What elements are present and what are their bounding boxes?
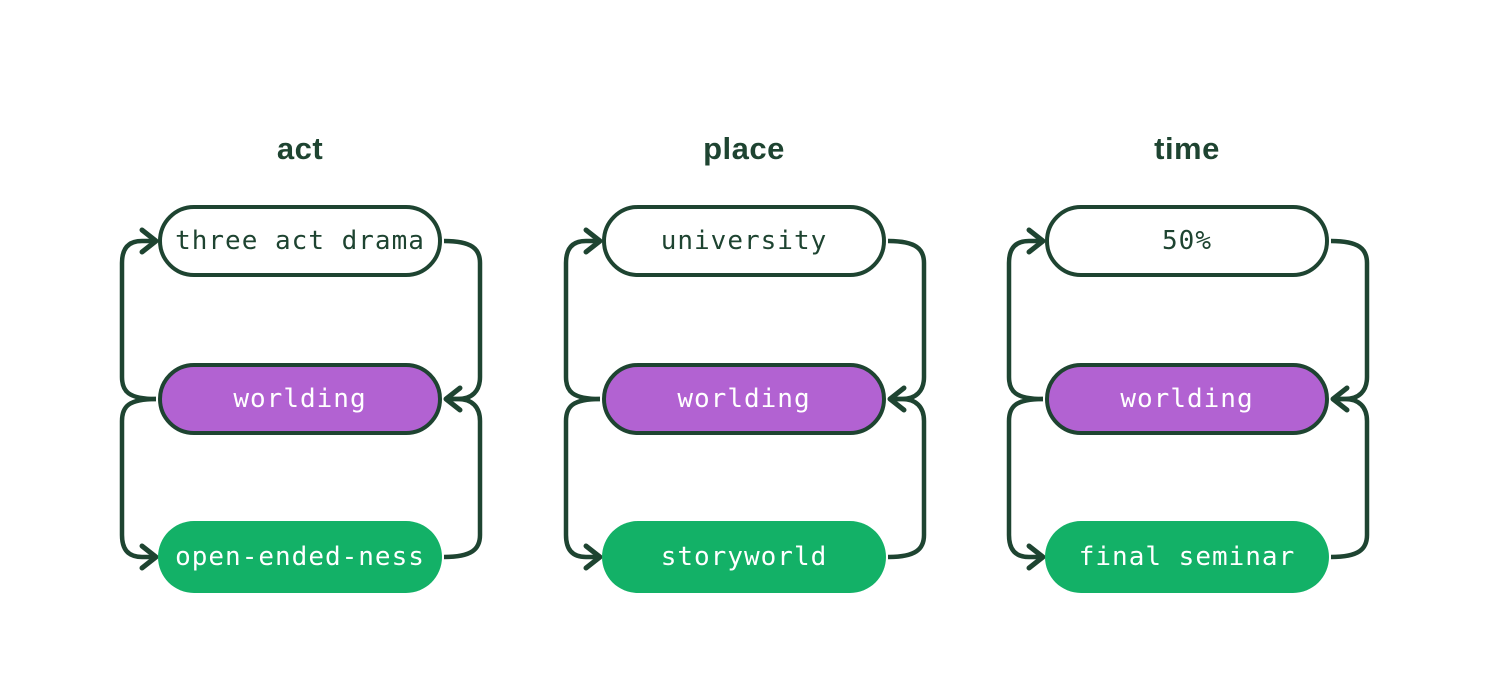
arrowhead-into-bottom-node-icon: [139, 543, 159, 571]
arrowhead-into-worlding-icon: [1330, 385, 1350, 413]
node-worlding-time: worlding: [1045, 363, 1329, 435]
column-place: place university worlding storyworld: [602, 0, 886, 682]
arrow-top-to-worlding: [887, 238, 927, 402]
arrow-worlding-to-top: [1006, 238, 1044, 402]
arrow-worlding-to-bottom: [1006, 396, 1044, 560]
arrowhead-into-bottom-node-icon: [583, 543, 603, 571]
arrowhead-into-bottom-node-icon: [1026, 543, 1046, 571]
arrow-worlding-to-bottom: [119, 396, 157, 560]
column-title-act: act: [276, 131, 324, 166]
node-storyworld: storyworld: [602, 521, 886, 593]
node-worlding-act: worlding: [158, 363, 442, 435]
arrowhead-into-worlding-icon: [443, 385, 463, 413]
node-50-percent: 50%: [1045, 205, 1329, 277]
column-act: act three act drama worlding open-ended-…: [158, 0, 442, 682]
node-worlding-place: worlding: [602, 363, 886, 435]
column-time: time 50% worlding final seminar: [1045, 0, 1329, 682]
arrow-bottom-to-worlding: [887, 396, 927, 560]
arrow-bottom-to-worlding: [1330, 396, 1370, 560]
arrowhead-into-top-node-icon: [139, 227, 159, 255]
time-column-links: [1006, 227, 1370, 571]
arrowhead-into-top-node-icon: [583, 227, 603, 255]
node-final-seminar: final seminar: [1045, 521, 1329, 593]
node-university: university: [602, 205, 886, 277]
column-title-time: time: [1154, 131, 1220, 166]
act-column-links: [119, 227, 483, 571]
column-title-place: place: [703, 131, 785, 166]
arrowhead-into-top-node-icon: [1026, 227, 1046, 255]
arrow-top-to-worlding: [1330, 238, 1370, 402]
arrow-bottom-to-worlding: [443, 396, 483, 560]
arrowhead-into-worlding-icon: [887, 385, 907, 413]
node-open-ended-ness: open-ended-ness: [158, 521, 442, 593]
arrow-worlding-to-top: [119, 238, 157, 402]
arrow-worlding-to-bottom: [563, 396, 601, 560]
arrow-worlding-to-top: [563, 238, 601, 402]
place-column-links: [563, 227, 927, 571]
node-three-act-drama: three act drama: [158, 205, 442, 277]
arrow-top-to-worlding: [443, 238, 483, 402]
